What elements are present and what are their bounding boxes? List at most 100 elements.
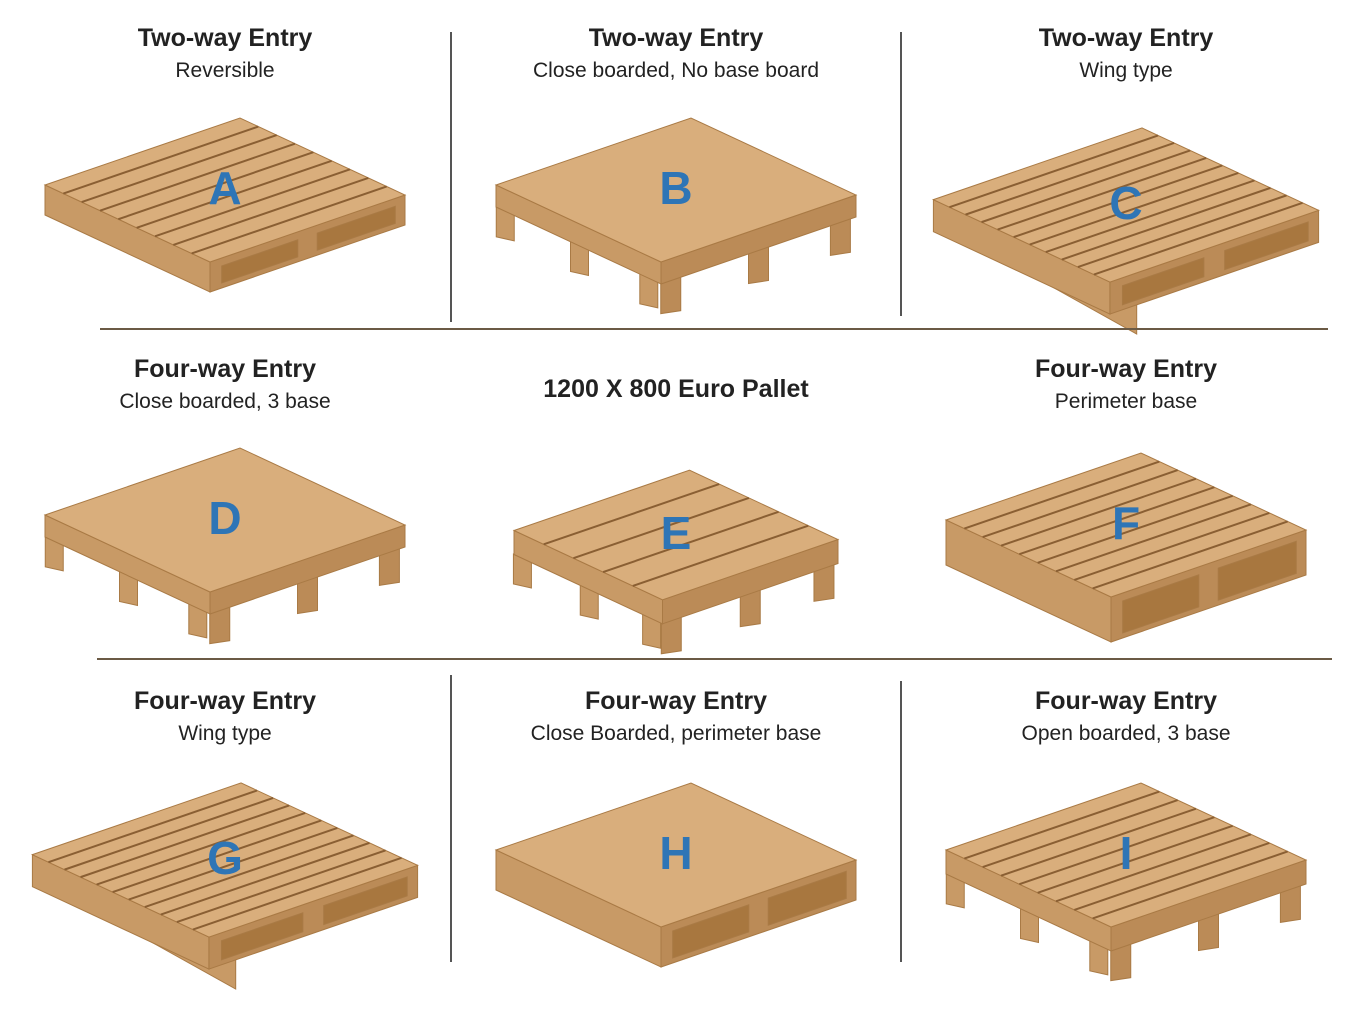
pallet-slat-gap [1013, 164, 1223, 239]
pallet-opening [1122, 574, 1200, 634]
pallet-slat-gap [63, 125, 259, 195]
pallet-opening [316, 205, 396, 251]
pallet-slat-gap [1074, 841, 1270, 911]
pallet-slat-gap [1000, 477, 1197, 547]
pallet-slat-gap [1029, 171, 1239, 246]
pallet-subtitle: Open boarded, 3 base [1021, 722, 1231, 745]
pallet-slat-gap [997, 156, 1207, 231]
pallet-letter: B [659, 162, 692, 214]
pallet-slat-gap [573, 496, 750, 560]
pallet-slat-gap [192, 856, 402, 931]
pallet-slat-gap [1000, 807, 1197, 877]
pallet-letter: H [659, 827, 692, 879]
pallet-slat-gap [64, 796, 274, 871]
pallet-title: Four-way Entry [1035, 687, 1217, 715]
pallet-subtitle: Close boarded, No base board [532, 59, 820, 82]
pallet-deck [932, 127, 1320, 283]
pallet-subtitle: Reversible [175, 59, 275, 82]
pallet-slat-gap [112, 819, 322, 894]
pallet-slat-gap [632, 524, 809, 587]
pallet-subtitle: Wing type [178, 722, 272, 745]
pallet-slat-gap [154, 168, 351, 238]
pallet-slat-gap [1077, 194, 1287, 269]
pallet-letter: F [1112, 497, 1140, 549]
pallet-letter: G [207, 832, 243, 884]
pallet-opening [323, 876, 408, 926]
pallet-title: Two-way Entry [1038, 24, 1214, 52]
pallet-slat-gap [1045, 179, 1255, 254]
pallet-slat-gap [1037, 494, 1233, 564]
pallet-opening [1121, 257, 1205, 306]
pallet-slat-gap [160, 841, 370, 916]
pallet-slat-gap [602, 510, 779, 574]
pallet-deck [31, 782, 419, 938]
pallet-title: Two-way Entry [137, 24, 313, 52]
pallet-opening [221, 239, 299, 284]
pallet-slat-gap [176, 849, 386, 924]
pallet-slat-gap [964, 790, 1160, 860]
pallet-slat-gap [144, 834, 354, 909]
pallet-slat-gap [1061, 186, 1271, 261]
pallet-deck [512, 469, 840, 601]
pallet-opening [672, 904, 750, 959]
pallet-slat-gap [1092, 850, 1288, 920]
pallet-title: Four-way Entry [134, 355, 316, 383]
pallet-slat-gap [1019, 816, 1215, 886]
pallet-title: Four-way Entry [1035, 355, 1217, 383]
pallet-title: Four-way Entry [134, 687, 316, 715]
pallet-slat-gap [949, 134, 1159, 209]
pallet-slat-gap [982, 469, 1178, 539]
pallet-slat-gap [1055, 833, 1252, 903]
pallet-slat-gap [981, 149, 1191, 224]
pallet-letter: C [1109, 177, 1142, 229]
pallet-slat-gap [128, 826, 338, 901]
pallet-slat-gap [1019, 486, 1215, 556]
pallet-slat-gap [1074, 511, 1270, 581]
pallet-letter: E [661, 507, 692, 559]
pallet-slat-gap [965, 141, 1175, 216]
pallet-title: 1200 X 800 Euro Pallet [543, 375, 809, 403]
pallet-slat-gap [173, 176, 369, 246]
pallet-slat-gap [1093, 201, 1303, 276]
divider [450, 32, 452, 322]
pallet-subtitle: Perimeter base [1054, 390, 1198, 413]
pallet-letter: A [208, 162, 241, 214]
pallet-opening [1217, 540, 1297, 601]
pallet-opening [220, 912, 304, 961]
pallet-slat-gap [964, 460, 1160, 530]
pallet-deck [43, 447, 407, 593]
pallet-subtitle: Close Boarded, perimeter base [530, 722, 822, 745]
pallet-deck [494, 782, 858, 928]
pallet-slat-gap [982, 799, 1178, 869]
pallet-cell-e: 1200 X 800 Euro Pallet [451, 353, 901, 683]
pallet-slat-gap [96, 811, 306, 886]
pallet-slat-gap [136, 159, 332, 229]
pallet-slat-gap [191, 185, 387, 255]
pallet-opening [767, 870, 847, 926]
pallet-slat-gap [118, 151, 314, 221]
pallet-letter: I [1120, 827, 1133, 879]
pallet-slat-gap [80, 804, 290, 879]
pallet-slat-gap [99, 142, 296, 212]
pallet-slat-gap [1055, 503, 1252, 573]
pallet-slat-gap [1037, 824, 1233, 894]
pallet-opening [1224, 221, 1309, 271]
pallet-title: Two-way Entry [588, 24, 764, 52]
divider [900, 32, 902, 316]
pallet-subtitle: Wing type [1079, 59, 1173, 82]
pallet-letter: D [208, 492, 241, 544]
pallet-slat-gap [48, 789, 258, 864]
pallet-slat-gap [81, 134, 277, 204]
divider [97, 658, 1332, 660]
pallet-deck [494, 117, 858, 263]
pallet-title: Four-way Entry [585, 687, 767, 715]
